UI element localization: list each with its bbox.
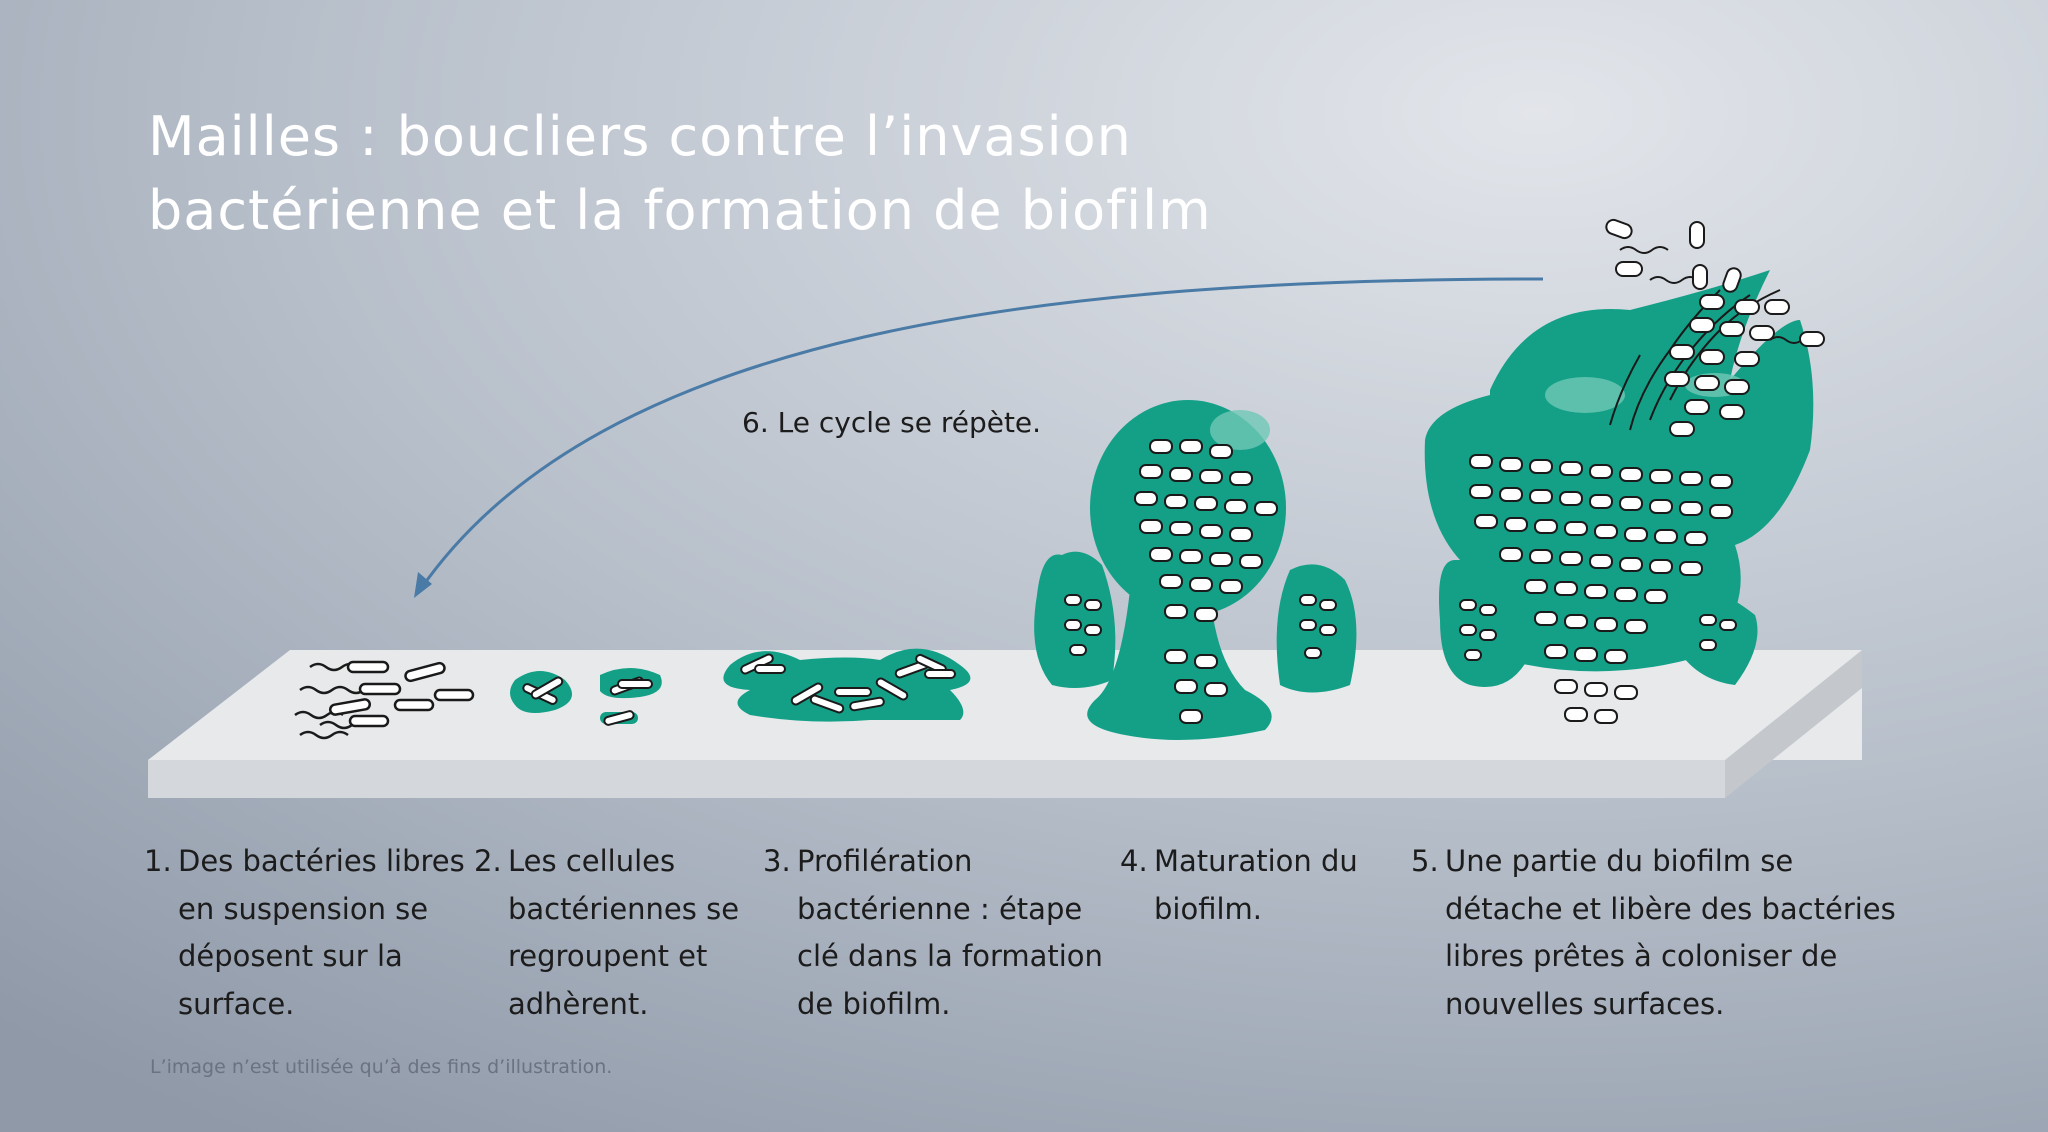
step-line: bactériennes se — [508, 891, 740, 926]
step-line: clé dans la formation — [797, 939, 1103, 973]
step-line: Des bactéries libres — [178, 844, 465, 878]
surface-side — [1725, 650, 1862, 798]
step-number: 2. — [474, 844, 502, 878]
step-number: 3. — [763, 844, 791, 878]
step-line: nouvelles surfaces. — [1445, 986, 1725, 1021]
step-number: 5. — [1411, 844, 1439, 878]
surface-top — [148, 650, 1862, 760]
step-line: Profilération — [797, 844, 973, 878]
page-title: Mailles : boucliers contre l’invasion ba… — [148, 100, 1212, 248]
stage3-proliferation — [723, 648, 971, 722]
step-line: bactérienne : étape — [797, 891, 1083, 926]
step-line: libres prêtes à coloniser de — [1445, 939, 1838, 973]
disclaimer: L’image n’est utilisée qu’à des fins d’i… — [150, 1056, 613, 1078]
step-line: biofilm. — [1154, 891, 1262, 926]
step-1: 1. Des bactéries libres en suspension se… — [144, 838, 465, 1028]
step-line: Les cellules — [508, 844, 676, 878]
step-5: 5. Une partie du biofilm se détache et l… — [1411, 838, 1896, 1028]
step-4: 4. Maturation du biofilm. — [1120, 838, 1358, 933]
step-3: 3. Profilération bactérienne : étape clé… — [763, 838, 1103, 1028]
step-line: en suspension se — [178, 891, 429, 926]
step-line: adhèrent. — [508, 986, 649, 1021]
cycle-arrow-head — [414, 572, 432, 598]
title-line-1: Mailles : boucliers contre l’invasion — [148, 105, 1132, 168]
step-number: 1. — [144, 844, 172, 878]
stage2-clusters — [510, 668, 662, 726]
step-line: détache et libère des bactéries — [1445, 891, 1896, 926]
step-line: surface. — [178, 986, 295, 1021]
surface-front — [148, 760, 1725, 798]
step-line: Maturation du — [1154, 844, 1358, 878]
cycle-arrow — [418, 277, 1544, 591]
step-line: Une partie du biofilm se — [1445, 844, 1794, 878]
cycle-label: 6. Le cycle se répète. — [742, 406, 1042, 439]
step-2: 2. Les cellules bactériennes se regroupe… — [474, 838, 739, 1028]
step-line: de biofilm. — [797, 986, 951, 1021]
step-line: regroupent et — [508, 939, 708, 973]
step-number: 4. — [1120, 844, 1148, 878]
stage1-free-bacteria — [294, 660, 475, 740]
step-line: déposent sur la — [178, 939, 403, 973]
stage4-maturation — [1034, 400, 1357, 740]
title-line-2: bactérienne et la formation de biofilm — [148, 179, 1212, 242]
stage5-detachment — [1424, 218, 1825, 724]
